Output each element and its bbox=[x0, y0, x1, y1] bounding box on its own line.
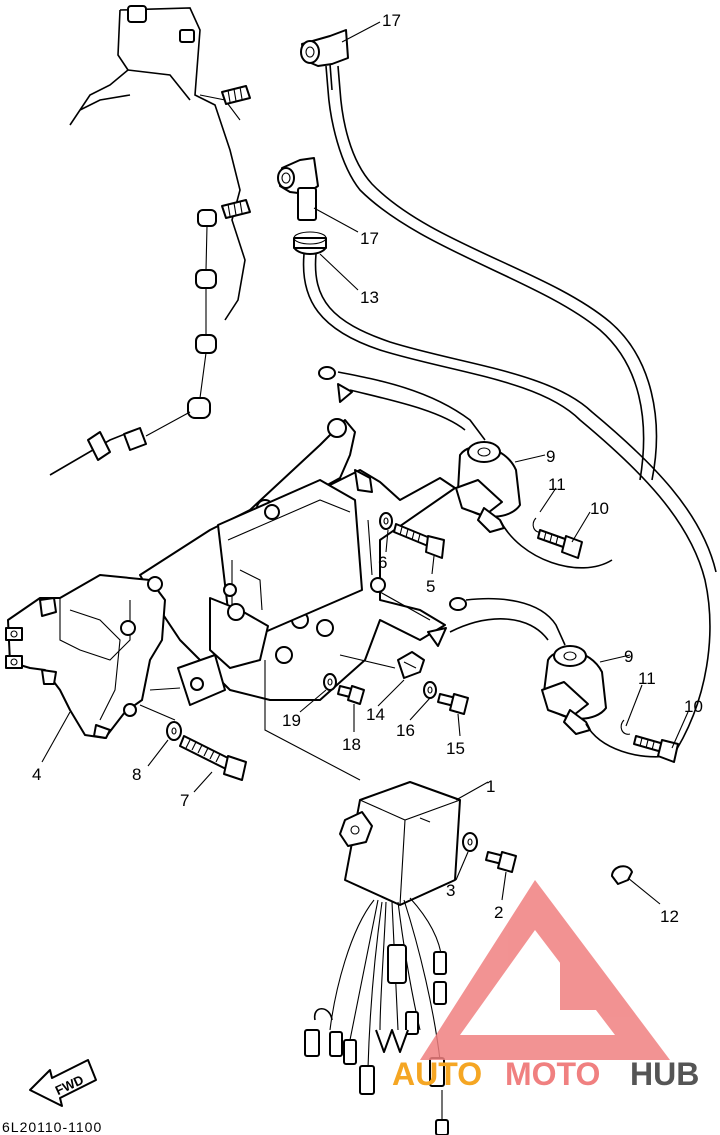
coil-upper-bolt-10 bbox=[537, 529, 583, 559]
callouts: 17 17 13 9 11 10 6 5 9 11 10 14 16 15 19… bbox=[32, 11, 703, 926]
coil-lower-bolt-10 bbox=[633, 735, 679, 763]
ignition-coil-lower bbox=[427, 597, 669, 758]
bolt-15 bbox=[437, 693, 469, 715]
callout-9-upper: 9 bbox=[546, 447, 555, 466]
engine-bosses bbox=[187, 209, 217, 419]
callout-10-upper: 10 bbox=[590, 499, 609, 518]
ht-lead-upper bbox=[325, 65, 658, 481]
callout-12: 12 bbox=[660, 907, 679, 926]
coil-lower-ring-11 bbox=[620, 719, 631, 735]
bolt-18 bbox=[337, 685, 365, 705]
box-bracket bbox=[149, 597, 269, 706]
callout-16: 16 bbox=[396, 721, 415, 740]
callout-19: 19 bbox=[282, 711, 301, 730]
callout-18: 18 bbox=[342, 735, 361, 754]
watermark-text-auto: AUTO bbox=[392, 1056, 482, 1092]
clip-12 bbox=[611, 865, 633, 885]
callout-4: 4 bbox=[32, 765, 41, 784]
bolt-7 bbox=[179, 735, 247, 781]
callout-5: 5 bbox=[426, 577, 435, 596]
bracket-left bbox=[5, 574, 166, 739]
bolt-5 bbox=[393, 523, 445, 559]
spark-plug-upper bbox=[221, 85, 251, 105]
watermark-text-moto: MOTO bbox=[505, 1056, 600, 1092]
callout-8: 8 bbox=[132, 765, 141, 784]
grommet bbox=[293, 231, 327, 255]
bolt-2 bbox=[485, 851, 517, 873]
callout-7: 7 bbox=[180, 791, 189, 810]
callout-11-lower: 11 bbox=[638, 669, 656, 688]
washer-16 bbox=[423, 681, 437, 699]
cdi-unit bbox=[339, 781, 461, 906]
callout-2: 2 bbox=[494, 903, 503, 922]
clamp-14 bbox=[397, 651, 425, 679]
fwd-arrow bbox=[29, 1059, 97, 1107]
engine-block-outline bbox=[69, 5, 246, 321]
washer-8 bbox=[166, 721, 182, 741]
ignition-coil-upper bbox=[318, 366, 613, 569]
washer-19 bbox=[323, 673, 337, 691]
watermark-logo bbox=[420, 880, 670, 1060]
callout-6: 6 bbox=[378, 553, 387, 572]
callout-9-lower: 9 bbox=[624, 647, 633, 666]
callout-10-lower: 10 bbox=[684, 697, 703, 716]
ht-lead-lower bbox=[302, 253, 717, 761]
part-code: 6L20110-1100 bbox=[2, 1119, 102, 1135]
spark-plug-lower bbox=[221, 199, 251, 219]
cdi-harness bbox=[304, 897, 449, 1135]
callout-15: 15 bbox=[446, 739, 465, 758]
plug-cap-lower bbox=[277, 157, 319, 221]
plug-cap-upper bbox=[300, 29, 349, 91]
leader-lines bbox=[41, 21, 689, 905]
callout-14: 14 bbox=[366, 705, 385, 724]
connection-lines bbox=[139, 591, 431, 781]
washer-6 bbox=[379, 512, 393, 530]
callout-17-upper: 17 bbox=[382, 11, 401, 30]
washer-3 bbox=[462, 832, 478, 852]
callout-17-lower: 17 bbox=[360, 229, 379, 248]
engine-stub bbox=[49, 411, 191, 476]
callout-13: 13 bbox=[360, 288, 379, 307]
callout-11-upper: 11 bbox=[548, 475, 566, 494]
watermark-text-hub: HUB bbox=[630, 1056, 699, 1092]
callout-3: 3 bbox=[446, 881, 455, 900]
callout-1: 1 bbox=[486, 777, 495, 796]
